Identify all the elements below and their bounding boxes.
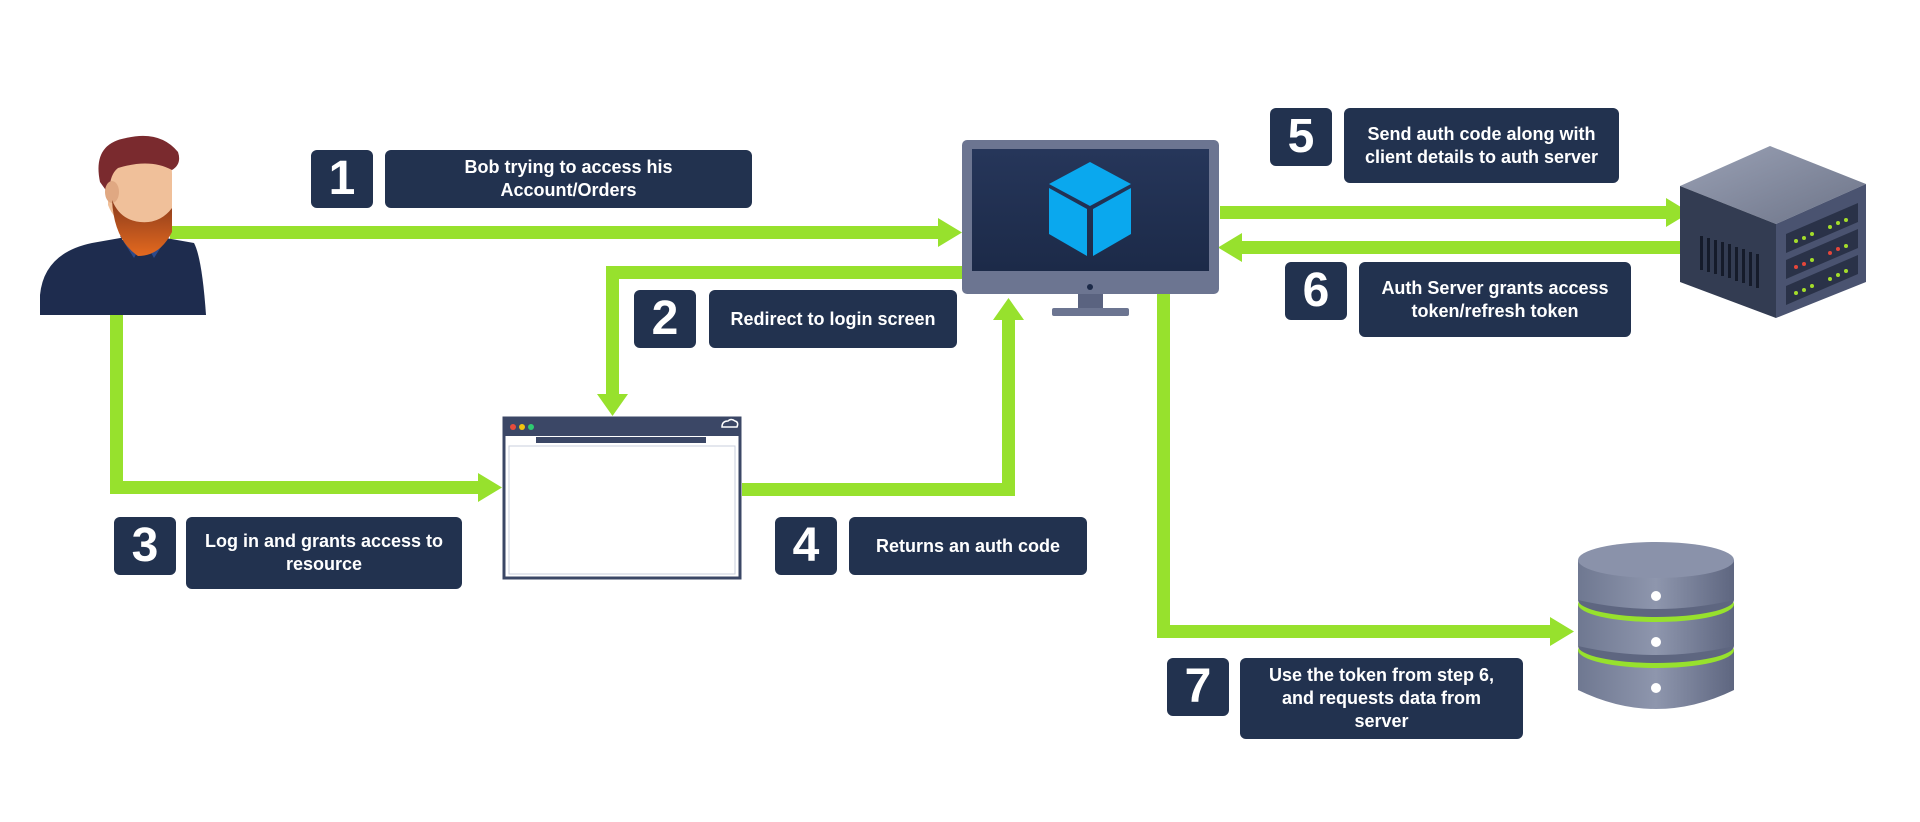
step-5-number-text: 5 [1287,110,1315,163]
arrow-step-7 [1157,294,1574,646]
step-2-label: Redirect to login screen [709,290,957,348]
person-avatar-icon [40,135,206,315]
step-3-label-text: Log in and grants access to resource [204,531,444,574]
browser-window-icon [502,416,742,580]
arrow-step-3 [110,315,502,502]
step-1-number-text: 1 [328,152,356,205]
step-2-label-text: Redirect to login screen [730,308,936,329]
step-4-label-text: Returns an auth code [875,535,1061,556]
arrow-step-4 [742,298,1024,496]
database-icon [1578,542,1734,709]
step-1-number: 1 [311,150,373,208]
step-7-number: 7 [1167,658,1229,716]
monitor-app-icon [962,140,1219,316]
step-6-label: Auth Server grants access token/refresh … [1359,262,1631,337]
step-1-label-text: Bob trying to access his Account/Orders [464,157,673,200]
step-7-number-text: 7 [1184,660,1212,713]
arrow-step-2 [597,266,964,416]
step-6-number-text: 6 [1302,264,1330,317]
step-3-number: 3 [114,517,176,575]
step-2-number-text: 2 [651,292,679,345]
step-3-label: Log in and grants access to resource [186,517,462,589]
step-5-label: Send auth code along with client details… [1344,108,1619,183]
step-1-label: Bob trying to access his Account/Orders [385,150,752,208]
cube-logo-icon [1049,162,1131,256]
step-5-number: 5 [1270,108,1332,166]
arrow-step-6 [1218,233,1690,262]
arrow-step-1 [170,218,962,247]
step-4-number: 4 [775,517,837,575]
step-5-label-text: Send auth code along with client details… [1364,123,1599,167]
step-4-number-text: 4 [792,519,820,572]
step-3-number-text: 3 [131,519,159,572]
step-6-number: 6 [1285,262,1347,320]
step-2-number: 2 [634,290,696,348]
step-6-label-text: Auth Server grants access token/refresh … [1381,277,1609,321]
server-rack-icon [1680,146,1866,318]
arrow-step-5 [1220,198,1690,227]
step-4-label: Returns an auth code [849,517,1087,575]
step-7-label: Use the token from step 6, and requests … [1240,658,1523,739]
step-7-label-text: Use the token from step 6, and requests … [1268,665,1495,731]
